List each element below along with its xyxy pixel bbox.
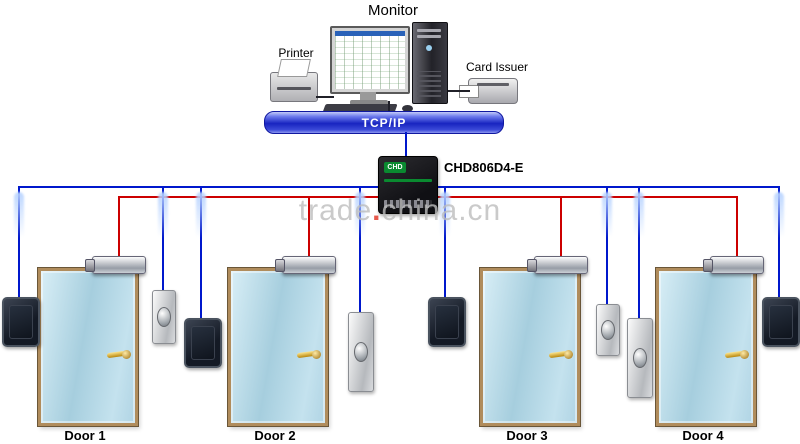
tower-vents xyxy=(417,71,441,97)
printer-label: Printer xyxy=(278,46,314,60)
wire-cardissuer-to-pc xyxy=(448,90,470,92)
exit-button-3 xyxy=(596,304,620,356)
controller-model-label: CHD806D4-E xyxy=(444,160,524,175)
wire-network-to-controller xyxy=(405,132,407,157)
tcpip-network-bus: TCP/IP xyxy=(264,111,504,134)
wire-glow xyxy=(158,192,168,238)
access-controller: CHD xyxy=(378,156,438,214)
wire-glow xyxy=(14,192,24,238)
watermark: trade.china.cn xyxy=(200,194,600,228)
wire-drop-lock-1 xyxy=(118,196,120,256)
monitor-stand xyxy=(360,92,376,100)
door-handle xyxy=(293,349,321,361)
wire-glow xyxy=(774,192,784,238)
door-4-label: Door 4 xyxy=(682,428,724,443)
maglock-3 xyxy=(527,256,588,274)
wire-drop-reader-4 xyxy=(778,186,780,297)
maglock-1 xyxy=(85,256,146,274)
watermark-dot: . xyxy=(372,194,382,227)
mouse-icon xyxy=(402,105,413,112)
wire-glow xyxy=(196,192,206,238)
door-4 xyxy=(655,267,757,427)
maglock-2 xyxy=(275,256,336,274)
door-handle xyxy=(103,349,131,361)
exit-button-1 xyxy=(152,290,176,344)
wire-glow xyxy=(602,192,612,238)
wire-drop-reader-1 xyxy=(18,186,20,297)
wire-glow xyxy=(634,192,644,238)
wire-drop-reader-3 xyxy=(444,186,446,297)
wire-drop-exit-4 xyxy=(638,186,640,318)
handle-rose xyxy=(312,350,321,359)
watermark-pre: trade xyxy=(298,194,373,227)
handle-rose xyxy=(122,350,131,359)
exit-button-4 xyxy=(627,318,653,398)
wire-pc-to-network xyxy=(388,101,390,112)
wire-drop-exit-1 xyxy=(162,186,164,290)
drive-bay xyxy=(417,29,441,32)
controller-terminals xyxy=(384,200,432,208)
card-reader-3 xyxy=(428,297,466,347)
door-2 xyxy=(227,267,329,427)
wire-drop-lock-2 xyxy=(308,196,310,256)
wire-drop-exit-2 xyxy=(359,186,361,312)
door-3-label: Door 3 xyxy=(506,428,548,443)
door-handle xyxy=(545,349,573,361)
exit-button-2 xyxy=(348,312,374,392)
handle-rose xyxy=(740,350,749,359)
tcpip-label: TCP/IP xyxy=(361,115,407,130)
door-2-label: Door 2 xyxy=(254,428,296,443)
door-handle xyxy=(721,349,749,361)
door-1 xyxy=(37,267,139,427)
card-reader-1 xyxy=(2,297,40,347)
controller-stripe xyxy=(384,179,432,182)
monitor-screen xyxy=(335,31,405,89)
card-reader-4 xyxy=(762,297,800,347)
printer-slot xyxy=(277,87,311,90)
wire-printer-to-pc xyxy=(316,96,334,98)
power-button-dot xyxy=(426,45,432,51)
handle-rose xyxy=(564,350,573,359)
watermark-post: china.cn xyxy=(381,194,502,227)
wire-drop-lock-4 xyxy=(736,196,738,256)
wire-glow xyxy=(440,192,450,238)
door-1-label: Door 1 xyxy=(64,428,106,443)
card-reader-2 xyxy=(184,318,222,368)
monitor-label: Monitor xyxy=(367,2,419,19)
monitor-stand-base xyxy=(350,100,388,105)
printer-paper xyxy=(277,59,311,77)
printer-icon xyxy=(270,59,318,102)
door-3 xyxy=(479,267,581,427)
controller-brand-badge: CHD xyxy=(384,162,406,173)
wire-drop-reader-2 xyxy=(200,186,202,318)
wire-glow xyxy=(355,192,365,238)
card-slot xyxy=(477,83,509,86)
card-issuer-icon xyxy=(459,78,518,104)
wire-drop-lock-3 xyxy=(560,196,562,256)
computer-monitor-icon xyxy=(330,26,410,94)
card-issuer-label: Card Issuer xyxy=(465,60,529,74)
drive-bay xyxy=(417,35,441,38)
maglock-4 xyxy=(703,256,764,274)
wire-drop-exit-3 xyxy=(606,186,608,304)
pc-tower-icon xyxy=(412,22,448,104)
